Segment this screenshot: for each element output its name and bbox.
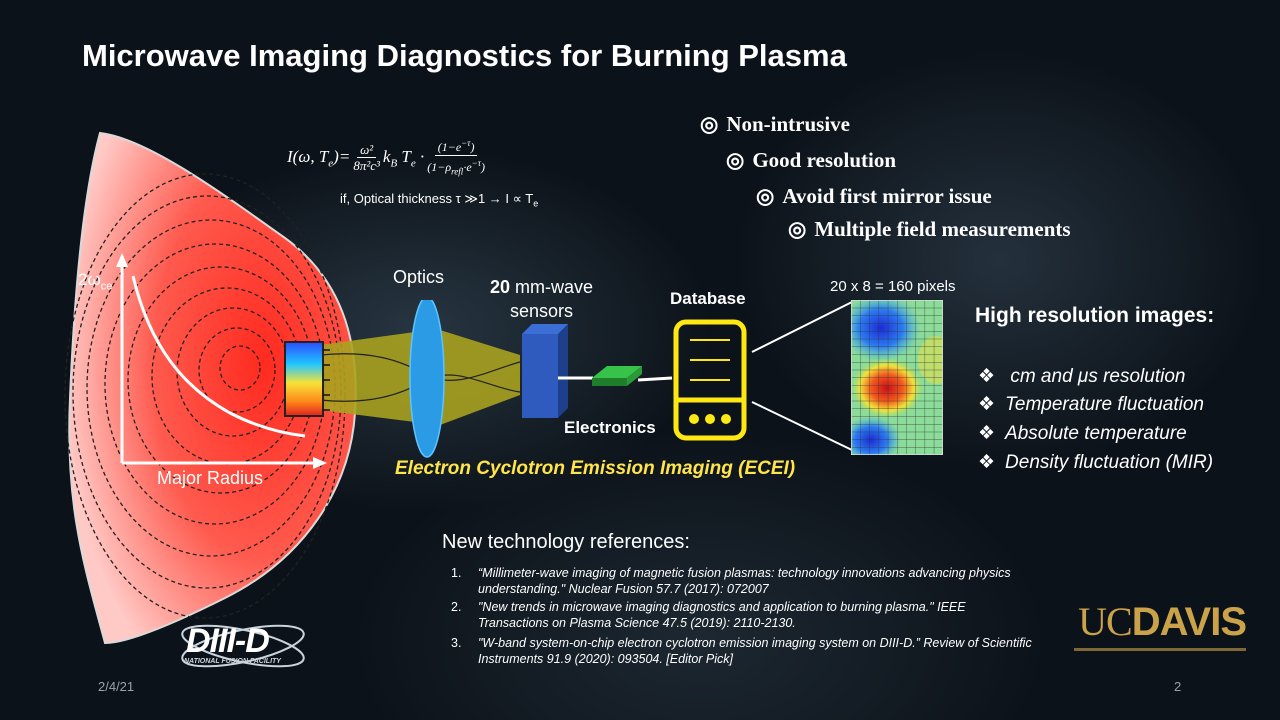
feature-item-3: ❖Absolute temperature — [978, 423, 1187, 444]
y-axis-label: 2ωce — [78, 270, 112, 292]
plasma-shape — [68, 131, 357, 645]
x-axis-label: Major Radius — [157, 468, 264, 488]
bullet-non-intrusive: ◎Non-intrusive — [700, 112, 851, 136]
antenna-feeds — [323, 349, 330, 411]
reference-item-2: 2."New trends in microwave imaging diagn… — [451, 600, 966, 630]
formula-kbte: kB Te · — [382, 146, 425, 169]
references-title: New technology references: — [442, 531, 690, 553]
sensor-box-top — [522, 324, 568, 334]
formula-lhs: I(ω, Te)= — [287, 146, 351, 169]
ecei-diagram — [284, 300, 673, 458]
diiid-logo-subtext: NATIONAL FUSION FACILITY — [184, 658, 281, 665]
y-axis-label-text: 2ω — [78, 270, 101, 289]
slide-title: Microwave Imaging Diagnostics for Burnin… — [82, 38, 847, 73]
beam-out — [440, 330, 520, 425]
ecei-image — [851, 300, 943, 455]
page-number: 2 — [1174, 679, 1182, 694]
bullet-good-resolution: ◎Good resolution — [726, 148, 897, 172]
y-axis-label-sub: ce — [100, 280, 113, 293]
optics-lens — [409, 300, 445, 458]
formula-frac1: ω² 8π²c³ — [353, 142, 380, 174]
ece-formula: I(ω, Te)= ω² 8π²c³ kB Te · (1−e−τ) (1−ρr… — [287, 136, 485, 179]
frequency-curve — [131, 275, 306, 438]
electronics-board — [592, 366, 642, 378]
feature-item-2: ❖Temperature fluctuation — [978, 394, 1204, 415]
y-axis-arrow — [116, 253, 128, 267]
sensor-box — [522, 334, 558, 418]
ucdavis-logo-underline — [1074, 648, 1246, 651]
sensors-count: 20 — [490, 277, 511, 297]
diiid-logo: DIII-D NATIONAL FUSION FACILITY — [178, 612, 308, 684]
slide-date: 2/4/21 — [98, 679, 135, 694]
reference-item-3: 3."W-band system-on-chip electron cyclot… — [451, 636, 1032, 666]
database-icon — [673, 319, 747, 441]
ecei-label: Electron Cyclotron Emission Imaging (ECE… — [395, 458, 796, 479]
antenna-array — [284, 341, 324, 417]
bullet-multiple-field: ◎Multiple field measurements — [788, 217, 1071, 241]
formula-condition: if, Optical thickness τ ≫1 → I ∝ Te — [340, 191, 539, 209]
feature-item-1: ❖ cm and μs resolution — [978, 366, 1186, 387]
sensors-text2: sensors — [510, 301, 574, 321]
electronics-board-side — [592, 378, 627, 386]
bullet-first-mirror: ◎Avoid first mirror issue — [756, 184, 992, 208]
ucdavis-logo-davis: DAVIS — [1131, 600, 1247, 644]
high-res-title: High resolution images: — [975, 304, 1215, 327]
sensors-text: mm-wave — [510, 277, 594, 297]
optics-label: Optics — [393, 267, 445, 287]
diiid-logo-swoosh — [181, 624, 305, 668]
diiid-logo-text: DIII-D — [186, 622, 270, 660]
sensors-label: 20 mm-wave sensors — [490, 275, 593, 323]
x-axis-arrow — [313, 457, 327, 469]
sensor-box-side — [558, 324, 568, 418]
electronics-board-edge — [627, 366, 642, 386]
reference-item-1: 1.“Millimeter-wave imaging of magnetic f… — [451, 566, 1011, 596]
ucdavis-logo: UCDAVIS — [1078, 598, 1247, 645]
electronics-label: Electronics — [564, 418, 656, 437]
feature-item-4: ❖Density fluctuation (MIR) — [978, 452, 1214, 473]
formula-frac2: (1−e−τ) (1−ρrefl·e−τ) — [427, 138, 485, 177]
database-label: Database — [670, 289, 746, 308]
wire-2 — [637, 376, 673, 382]
pixels-label: 20 x 8 = 160 pixels — [830, 278, 956, 295]
beam-in — [320, 332, 415, 422]
ucdavis-logo-uc: UC — [1078, 599, 1133, 644]
zoom-lines — [751, 301, 853, 451]
